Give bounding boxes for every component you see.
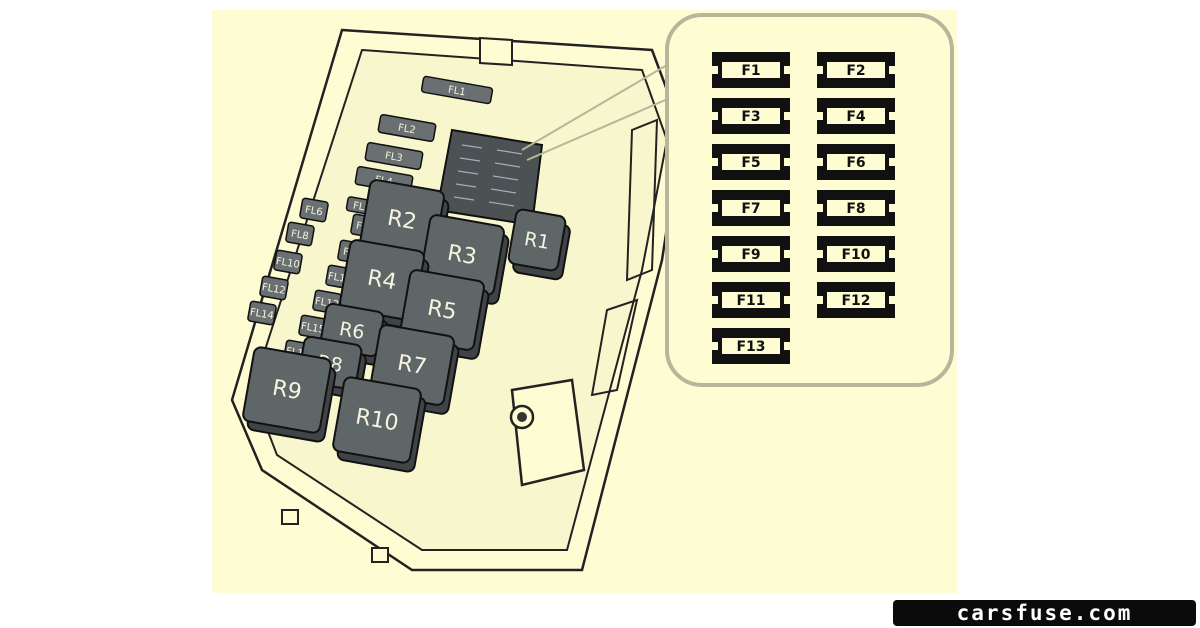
fusible-link-label: FL12: [261, 282, 287, 297]
fuse-f1: F1: [712, 52, 790, 88]
side-rib: [625, 118, 659, 282]
fuse-label: F12: [841, 293, 870, 309]
fuse-icon: [712, 98, 790, 134]
fusible-link-fl2: FL2: [377, 113, 437, 143]
fusible-link-fl3: FL3: [364, 141, 424, 171]
side-rib-2: [590, 298, 639, 397]
fuse-icon: [817, 98, 895, 134]
fuse-f8: F8: [817, 190, 895, 226]
fuse-label: F10: [841, 247, 870, 263]
fuse-box-illustration: FL1FL2FL3FL4FL5FL6FL7FL8FL9FL10FL11FL12F…: [230, 13, 954, 572]
fuse-f4: F4: [817, 98, 895, 134]
fuse-f2: F2: [817, 52, 895, 88]
fuse-label: F8: [846, 201, 865, 217]
fuse-label: F9: [741, 247, 760, 263]
relay-label: R3: [445, 241, 478, 271]
fuse-label: F13: [736, 339, 765, 355]
fuse-icon: [817, 52, 895, 88]
callout-leader-2: [526, 97, 671, 161]
fuse-icon: [712, 328, 790, 364]
fusible-link-label: FL3: [384, 151, 403, 165]
fuse-callout-box: [665, 13, 954, 387]
relay-r5: R5: [399, 269, 490, 360]
relays: R1R2R3R4R5R6R7R8R9R10: [242, 179, 571, 473]
fuse-label: F1: [741, 63, 760, 79]
fuse-f9: F9: [712, 236, 790, 272]
fuse-f10: F10: [817, 236, 895, 272]
fusible-link-label: FL6: [304, 205, 323, 219]
fuse-box-diagram: FL1FL2FL3FL4FL5FL6FL7FL8FL9FL10FL11FL12F…: [212, 10, 957, 593]
callout-leader: [521, 64, 668, 151]
relay-label: R9: [270, 376, 303, 406]
fuse-f3: F3: [712, 98, 790, 134]
fusible-link-fl14: FL14: [247, 300, 277, 326]
relay-label: R5: [425, 296, 458, 326]
bolt-hole-center: [517, 412, 527, 422]
fuse-icon: [712, 144, 790, 180]
fuse-icon: [712, 282, 790, 318]
fuse-icon: [712, 52, 790, 88]
fuse-f13: F13: [712, 328, 790, 364]
fusible-link-fl12: FL12: [259, 275, 289, 301]
fusible-link-label: FL2: [397, 123, 416, 137]
fuse-icon: [817, 282, 895, 318]
fusible-link-fl6: FL6: [299, 197, 329, 223]
fuse-f11: F11: [712, 282, 790, 318]
fuse-icon: [712, 236, 790, 272]
fuse-icon: [817, 190, 895, 226]
fuse-label: F5: [741, 155, 760, 171]
fuse-label: F11: [736, 293, 765, 309]
relay-r10: R10: [332, 376, 427, 473]
fuse-label: F4: [846, 109, 866, 125]
fuse-label: F6: [846, 155, 865, 171]
fusible-link-label: FL10: [275, 256, 301, 271]
relay-r1: R1: [507, 208, 571, 281]
fuse-f6: F6: [817, 144, 895, 180]
fuse-f7: F7: [712, 190, 790, 226]
fuse-label: F7: [741, 201, 760, 217]
relay-label: R4: [365, 266, 398, 296]
fuse-label: F3: [741, 109, 760, 125]
bottom-tab: [281, 509, 299, 525]
mounting-bracket: [510, 378, 586, 487]
bottom-tab-2: [371, 547, 389, 563]
fusible-link-fl1: FL1: [420, 75, 494, 105]
fuse-icon: [712, 190, 790, 226]
watermark-logo: carsfuse.com: [893, 600, 1196, 626]
relay-r9: R9: [242, 346, 337, 443]
relay-label: R2: [385, 206, 418, 236]
fuse-icon: [817, 144, 895, 180]
fusible-link-label: FL1: [447, 85, 466, 99]
relay-label: R7: [395, 351, 428, 381]
fuse-f12: F12: [817, 282, 895, 318]
fuse-icon: [817, 236, 895, 272]
fuse-f5: F5: [712, 144, 790, 180]
relay-label: R1: [522, 228, 551, 254]
top-tab: [479, 36, 513, 67]
fusible-link-label: FL8: [290, 229, 309, 243]
fuse-label: F2: [846, 63, 865, 79]
fusible-link-fl8: FL8: [285, 221, 315, 247]
fusible-link-label: FL14: [249, 307, 275, 322]
fusible-link-label: FL15: [300, 321, 326, 336]
fusible-link-fl10: FL10: [273, 249, 303, 275]
relay-label: R6: [337, 318, 366, 344]
